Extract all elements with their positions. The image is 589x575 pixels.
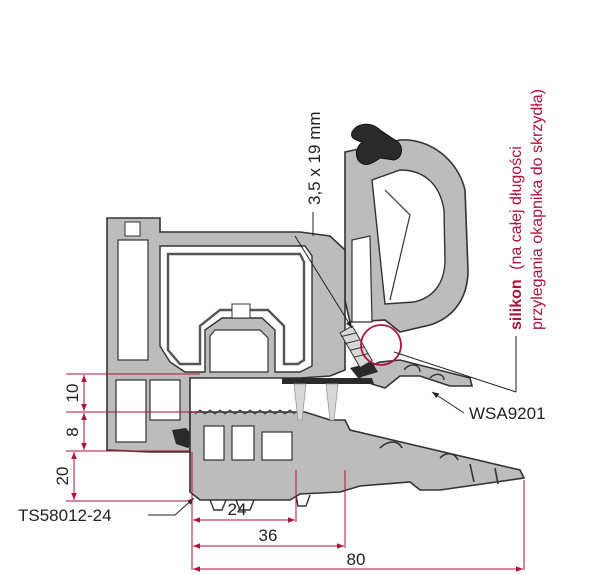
silicone-note-line2: przylegania okapnika do skrzydła) (529, 89, 546, 330)
silicone-note-line1: (na całej długości (508, 146, 525, 270)
dimension-label-80: 80 (347, 550, 366, 569)
screw-size-label: 3,5 x 19 mm (305, 111, 324, 205)
silicone-detail-circle (360, 324, 402, 366)
dimension-label-8: 8 (63, 427, 82, 436)
dimension-label-24: 24 (228, 500, 247, 519)
dimension-label-10: 10 (63, 384, 82, 403)
drip-profile (282, 359, 474, 389)
leader-lines (148, 212, 517, 516)
sash-profile (344, 139, 469, 333)
silicone-note-bold: silikon (508, 279, 525, 330)
sill-profile-label: TS58012-24 (18, 506, 112, 525)
silicone-note: silikon (na całej długości (508, 146, 525, 330)
drip-profile-label: WSA9201 (469, 404, 546, 423)
dimension-label-20: 20 (53, 467, 72, 486)
sill-profile (189, 409, 526, 511)
dimension-lines (66, 373, 525, 572)
dimension-label-36: 36 (259, 526, 278, 545)
frame-profile (106, 217, 346, 453)
glazing-gasket (351, 123, 402, 165)
